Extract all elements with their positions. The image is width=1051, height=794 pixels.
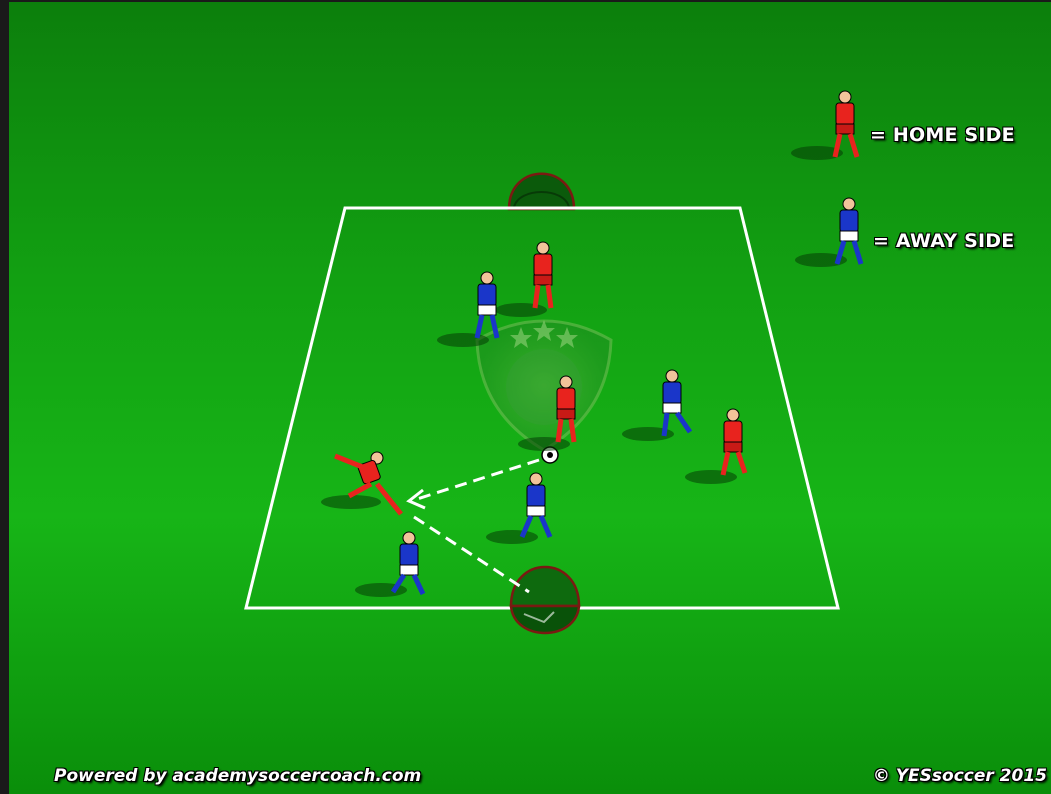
away-player-left (355, 532, 423, 597)
bottom-goal (511, 567, 579, 633)
legend-home-icon (791, 91, 857, 160)
legend-home-label: = HOME SIDE (870, 124, 1015, 146)
pass-arrow (409, 460, 539, 508)
pitch-canvas (9, 2, 1051, 794)
away-player-center (486, 473, 550, 544)
watermark-crest (477, 320, 611, 450)
footer-powered-by: Powered by academysoccercoach.com (54, 766, 421, 786)
home-player-left-shooting (321, 452, 401, 514)
run-line (414, 517, 529, 592)
legend-away-label: = AWAY SIDE (873, 230, 1014, 252)
footer-copyright: © YESsoccer 2015 (873, 766, 1047, 786)
top-goal (509, 174, 574, 209)
home-player-top (495, 242, 552, 317)
home-player-right (685, 409, 745, 484)
legend-away-icon (795, 198, 861, 267)
away-player-right (622, 370, 690, 441)
